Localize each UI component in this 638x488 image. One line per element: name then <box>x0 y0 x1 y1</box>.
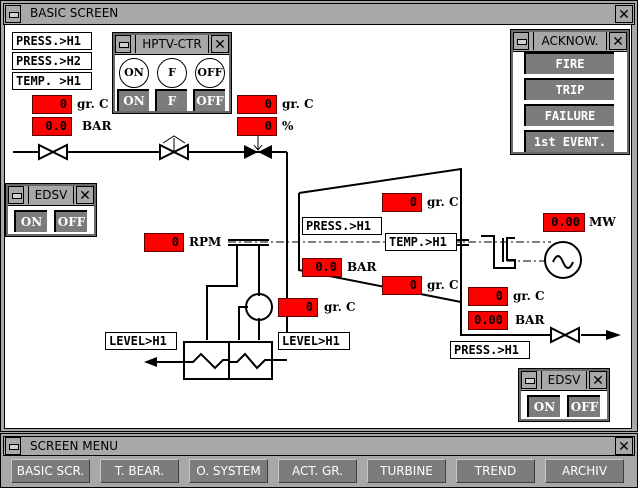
level-right-alarm-label: LEVEL>H1 <box>278 332 350 350</box>
ack-fire-button[interactable]: FIRE <box>524 52 614 74</box>
inlet-press-unit: BAR <box>82 119 112 133</box>
minimize-button[interactable] <box>5 437 21 455</box>
rpm-unit: RPM <box>189 235 222 249</box>
close-button[interactable]: ✕ <box>589 371 607 389</box>
turbine-press-alarm-label: PRESS.>H1 <box>302 217 382 235</box>
menu-o-system-button[interactable]: O. SYSTEM <box>189 459 268 483</box>
level-left-alarm-label: LEVEL>H1 <box>105 332 177 350</box>
rpm-value: 0 <box>144 233 184 252</box>
menu-t-bear-button[interactable]: T. BEAR. <box>100 459 179 483</box>
valve-pos-unit: % <box>282 119 294 133</box>
edsv-right-title: EDSV <box>541 371 587 389</box>
main-titlebar[interactable]: BASIC SCREEN ✕ <box>3 3 635 25</box>
valve-inlet-1 <box>38 143 68 161</box>
alarm-label-press-h2: PRESS.>H2 <box>12 52 92 70</box>
close-button[interactable]: ✕ <box>609 32 627 50</box>
hptv-f-button[interactable]: F <box>155 89 187 111</box>
edsv-right-on-button[interactable]: ON <box>527 395 560 417</box>
turbine-press-unit: BAR <box>347 260 377 274</box>
ack-first-event-button[interactable]: 1st EVENT. <box>524 130 614 152</box>
turbine-temp-bottom-value: 0 <box>382 276 422 295</box>
window-title: BASIC SCREEN <box>30 6 119 20</box>
screen-menu-window: SCREEN MENU ✕ BASIC SCR. T. BEAR. O. SYS… <box>0 433 638 488</box>
inlet-press-value: 0.0 <box>32 117 72 136</box>
screen-menu-titlebar[interactable]: SCREEN MENU ✕ <box>3 436 635 456</box>
edsv-left-on-button[interactable]: ON <box>14 210 47 232</box>
close-button[interactable]: ✕ <box>615 5 633 23</box>
screen-menu-title: SCREEN MENU <box>30 439 118 453</box>
minimize-button[interactable] <box>5 5 21 23</box>
close-button[interactable]: ✕ <box>211 35 229 53</box>
turbine-temp-top-unit: gr. C <box>427 195 459 209</box>
hptv-off-button[interactable]: OFF <box>193 89 225 111</box>
power-value: 0.00 <box>543 213 585 232</box>
ack-trip-button[interactable]: TRIP <box>524 78 614 100</box>
edsv-left-title: EDSV <box>28 186 74 204</box>
acknow-window: ACKNOW. ✕ FIRE TRIP FAILURE 1st EVENT. <box>510 29 630 155</box>
alarm-label-temp-h1: TEMP. >H1 <box>12 72 92 90</box>
hptv-ctr-window: HPTV-CTR ✕ ON F OFF ON F OFF <box>112 32 232 114</box>
hptv-on-button[interactable]: ON <box>117 89 149 111</box>
exhaust-press-unit: BAR <box>515 313 545 327</box>
cooler-outlet-arrow-icon <box>144 357 157 367</box>
menu-act-gr-button[interactable]: ACT. GR. <box>278 459 357 483</box>
acknow-title: ACKNOW. <box>533 32 607 50</box>
minimize-button[interactable] <box>115 35 131 53</box>
turbine-casing-top <box>298 167 561 336</box>
minimize-button[interactable] <box>513 32 529 50</box>
oil-temp-unit: gr. C <box>324 300 356 314</box>
ack-failure-button[interactable]: FAILURE <box>524 104 614 126</box>
alarm-label-press-h1: PRESS.>H1 <box>12 32 92 50</box>
valve-inlet-2 <box>159 135 189 161</box>
turbine-temp-top-value: 0 <box>382 193 422 212</box>
edsv-left-titlebar[interactable]: EDSV ✕ <box>8 186 94 206</box>
turbine-press-value: 0.0 <box>302 258 342 277</box>
valve-temp-value: 0 <box>237 95 277 114</box>
hptv-indicator-f: F <box>157 58 187 88</box>
minimize-button[interactable] <box>8 186 24 204</box>
edsv-left-window: EDSV ✕ ON OFF <box>5 183 97 237</box>
minimize-button[interactable] <box>521 371 537 389</box>
exhaust-temp-value: 0 <box>468 287 508 306</box>
power-unit: MW <box>589 215 616 229</box>
hptv-ctr-titlebar[interactable]: HPTV-CTR ✕ <box>115 35 229 55</box>
inlet-temp-value: 0 <box>32 95 72 114</box>
valve-temp-unit: gr. C <box>282 97 314 111</box>
hptv-indicator-on: ON <box>119 58 149 88</box>
oil-temp-value: 0 <box>278 298 318 317</box>
hptv-ctr-title: HPTV-CTR <box>135 35 209 53</box>
close-button[interactable]: ✕ <box>76 186 94 204</box>
close-button[interactable]: ✕ <box>615 437 633 455</box>
exhaust-temp-unit: gr. C <box>513 289 545 303</box>
edsv-left-off-button[interactable]: OFF <box>54 210 87 232</box>
acknow-titlebar[interactable]: ACKNOW. ✕ <box>513 32 627 52</box>
exhaust-press-alarm-label: PRESS.>H1 <box>450 341 530 359</box>
edsv-right-off-button[interactable]: OFF <box>567 395 600 417</box>
menu-archiv-button[interactable]: ARCHIV <box>545 459 624 483</box>
valve-hp-control <box>244 136 272 159</box>
turbine-temp-alarm-label: TEMP.>H1 <box>385 233 457 251</box>
exhaust-press-value: 0.00 <box>468 311 508 330</box>
menu-basic-scr-button[interactable]: BASIC SCR. <box>11 459 90 483</box>
menu-turbine-button[interactable]: TURBINE <box>367 459 446 483</box>
valve-pos-value: 0 <box>237 117 277 136</box>
turbine-temp-bottom-unit: gr. C <box>427 278 459 292</box>
edsv-right-titlebar[interactable]: EDSV ✕ <box>521 371 607 391</box>
menu-trend-button[interactable]: TREND <box>456 459 535 483</box>
hptv-indicator-off: OFF <box>195 58 225 88</box>
exhaust-arrow-icon <box>606 330 621 340</box>
edsv-right-window: EDSV ✕ ON OFF <box>518 368 610 422</box>
inlet-temp-unit: gr. C <box>77 97 109 111</box>
valve-exhaust <box>550 326 580 344</box>
